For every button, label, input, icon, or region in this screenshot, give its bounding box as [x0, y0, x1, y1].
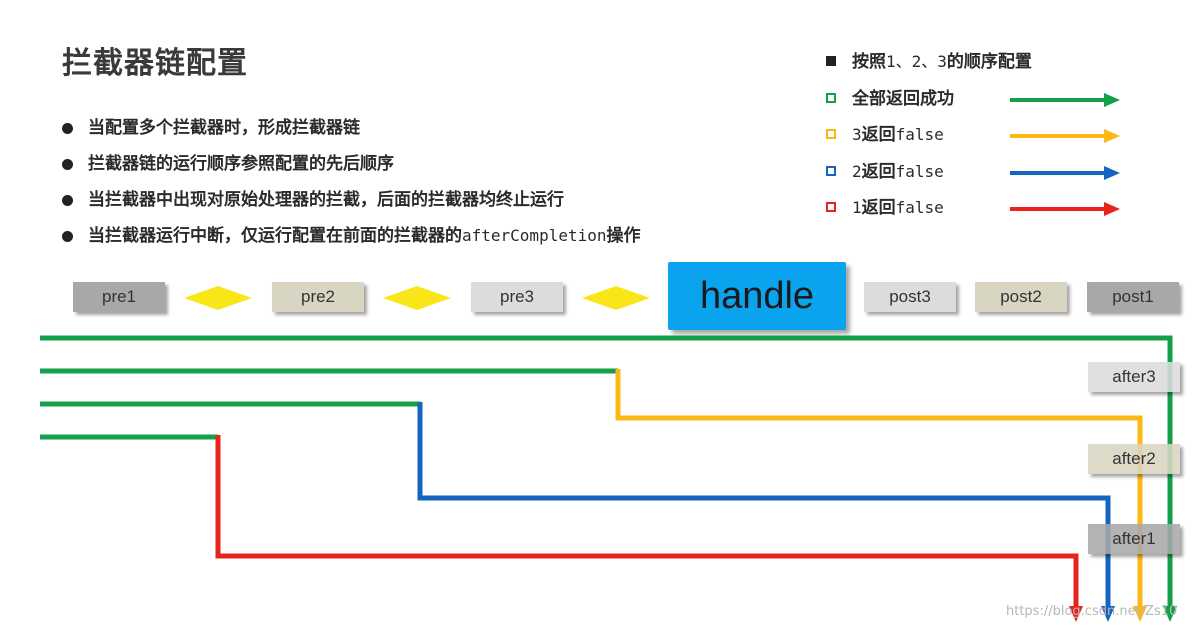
yellow-arrow-icon [1010, 129, 1120, 143]
bullet-item: 当配置多个拦截器时，形成拦截器链 [60, 114, 641, 150]
after1-box: after1 [1088, 524, 1180, 554]
pre3-box: pre3 [471, 282, 563, 312]
legend-mid: 返回 [861, 125, 896, 145]
square-outline-icon [826, 92, 836, 103]
legend-num: 1 [852, 198, 862, 217]
pre1-box: pre1 [73, 282, 165, 312]
green-flow-line [40, 335, 1173, 610]
red-arrow-icon [1010, 202, 1120, 216]
bullet-dot-icon [62, 159, 73, 170]
square-outline-icon [826, 165, 836, 176]
after3-box: after3 [1088, 362, 1180, 392]
handle-box: handle [668, 262, 846, 330]
legend-prefix: 按照 [852, 52, 886, 72]
yellow-arrowhead-icon [1133, 606, 1147, 622]
bullet-suffix: 操作 [606, 226, 641, 246]
bullet-item: 当拦截器中出现对原始处理器的拦截，后面的拦截器均终止运行 [60, 186, 641, 222]
square-outline-icon [826, 129, 836, 139]
legend-mono: false [895, 198, 944, 217]
pre2-box: pre2 [272, 282, 364, 312]
watermark: https://blog.csdn.net/Zs10 [1006, 604, 1178, 619]
page-title: 拦截器链配置 [62, 46, 248, 81]
bullet-text: 当拦截器中出现对原始处理器的拦截，后面的拦截器均终止运行 [88, 190, 564, 210]
square-outline-icon [826, 202, 836, 212]
yellow-flow-line [615, 369, 1143, 610]
diamond-connector-icon [582, 286, 650, 310]
post3-box: post3 [864, 282, 956, 312]
blue-arrow-icon [1010, 165, 1120, 180]
bullet-dot-icon [62, 123, 73, 134]
bullet-text: 当拦截器运行中断，仅运行配置在前面的拦截器的 [88, 226, 462, 246]
legend-num: 3 [852, 125, 862, 144]
square-filled-icon [826, 56, 836, 66]
post1-box: post1 [1087, 282, 1179, 312]
legend-num: 2 [852, 161, 862, 181]
bullet-dot-icon [62, 231, 73, 242]
legend-order-text: 按照1、2、3的顺序配置 [852, 48, 1032, 76]
legend-suffix: 的顺序配置 [946, 52, 1032, 72]
legend-text: 2返回false [852, 158, 944, 186]
bullet-code: afterCompletion [462, 226, 607, 245]
legend-mid: 返回 [861, 198, 896, 218]
red-flow-line [215, 435, 1079, 610]
blue-arrowhead-icon [1101, 606, 1115, 622]
green-arrow-icon [1010, 92, 1120, 107]
legend-mono: 1、2、3 [886, 52, 947, 71]
legend-mono: false [895, 161, 944, 181]
legend-mid: 返回 [861, 161, 896, 182]
green-arrowhead-icon [1163, 606, 1177, 622]
legend-mono: false [895, 125, 944, 144]
bullet-list: 当配置多个拦截器时，形成拦截器链 拦截器链的运行顺序参照配置的先后顺序 当拦截器… [60, 114, 641, 258]
red-arrowhead-icon [1069, 606, 1083, 622]
bullet-text: 当配置多个拦截器时，形成拦截器链 [88, 118, 360, 138]
bullet-item: 拦截器链的运行顺序参照配置的先后顺序 [60, 150, 641, 186]
post2-box: post2 [975, 282, 1067, 312]
legend-text: 3返回false [852, 121, 944, 149]
blue-flow-line [417, 402, 1111, 610]
legend-text: 1返回false [852, 194, 944, 222]
diamond-connector-icon [383, 286, 451, 310]
bullet-text: 拦截器链的运行顺序参照配置的先后顺序 [88, 154, 394, 174]
diamond-connector-icon [184, 286, 252, 310]
legend-text: 全部返回成功 [852, 88, 954, 109]
bullet-item: 当拦截器运行中断，仅运行配置在前面的拦截器的afterCompletion操作 [60, 222, 641, 258]
after2-box: after2 [1088, 444, 1180, 474]
bullet-dot-icon [62, 195, 73, 206]
